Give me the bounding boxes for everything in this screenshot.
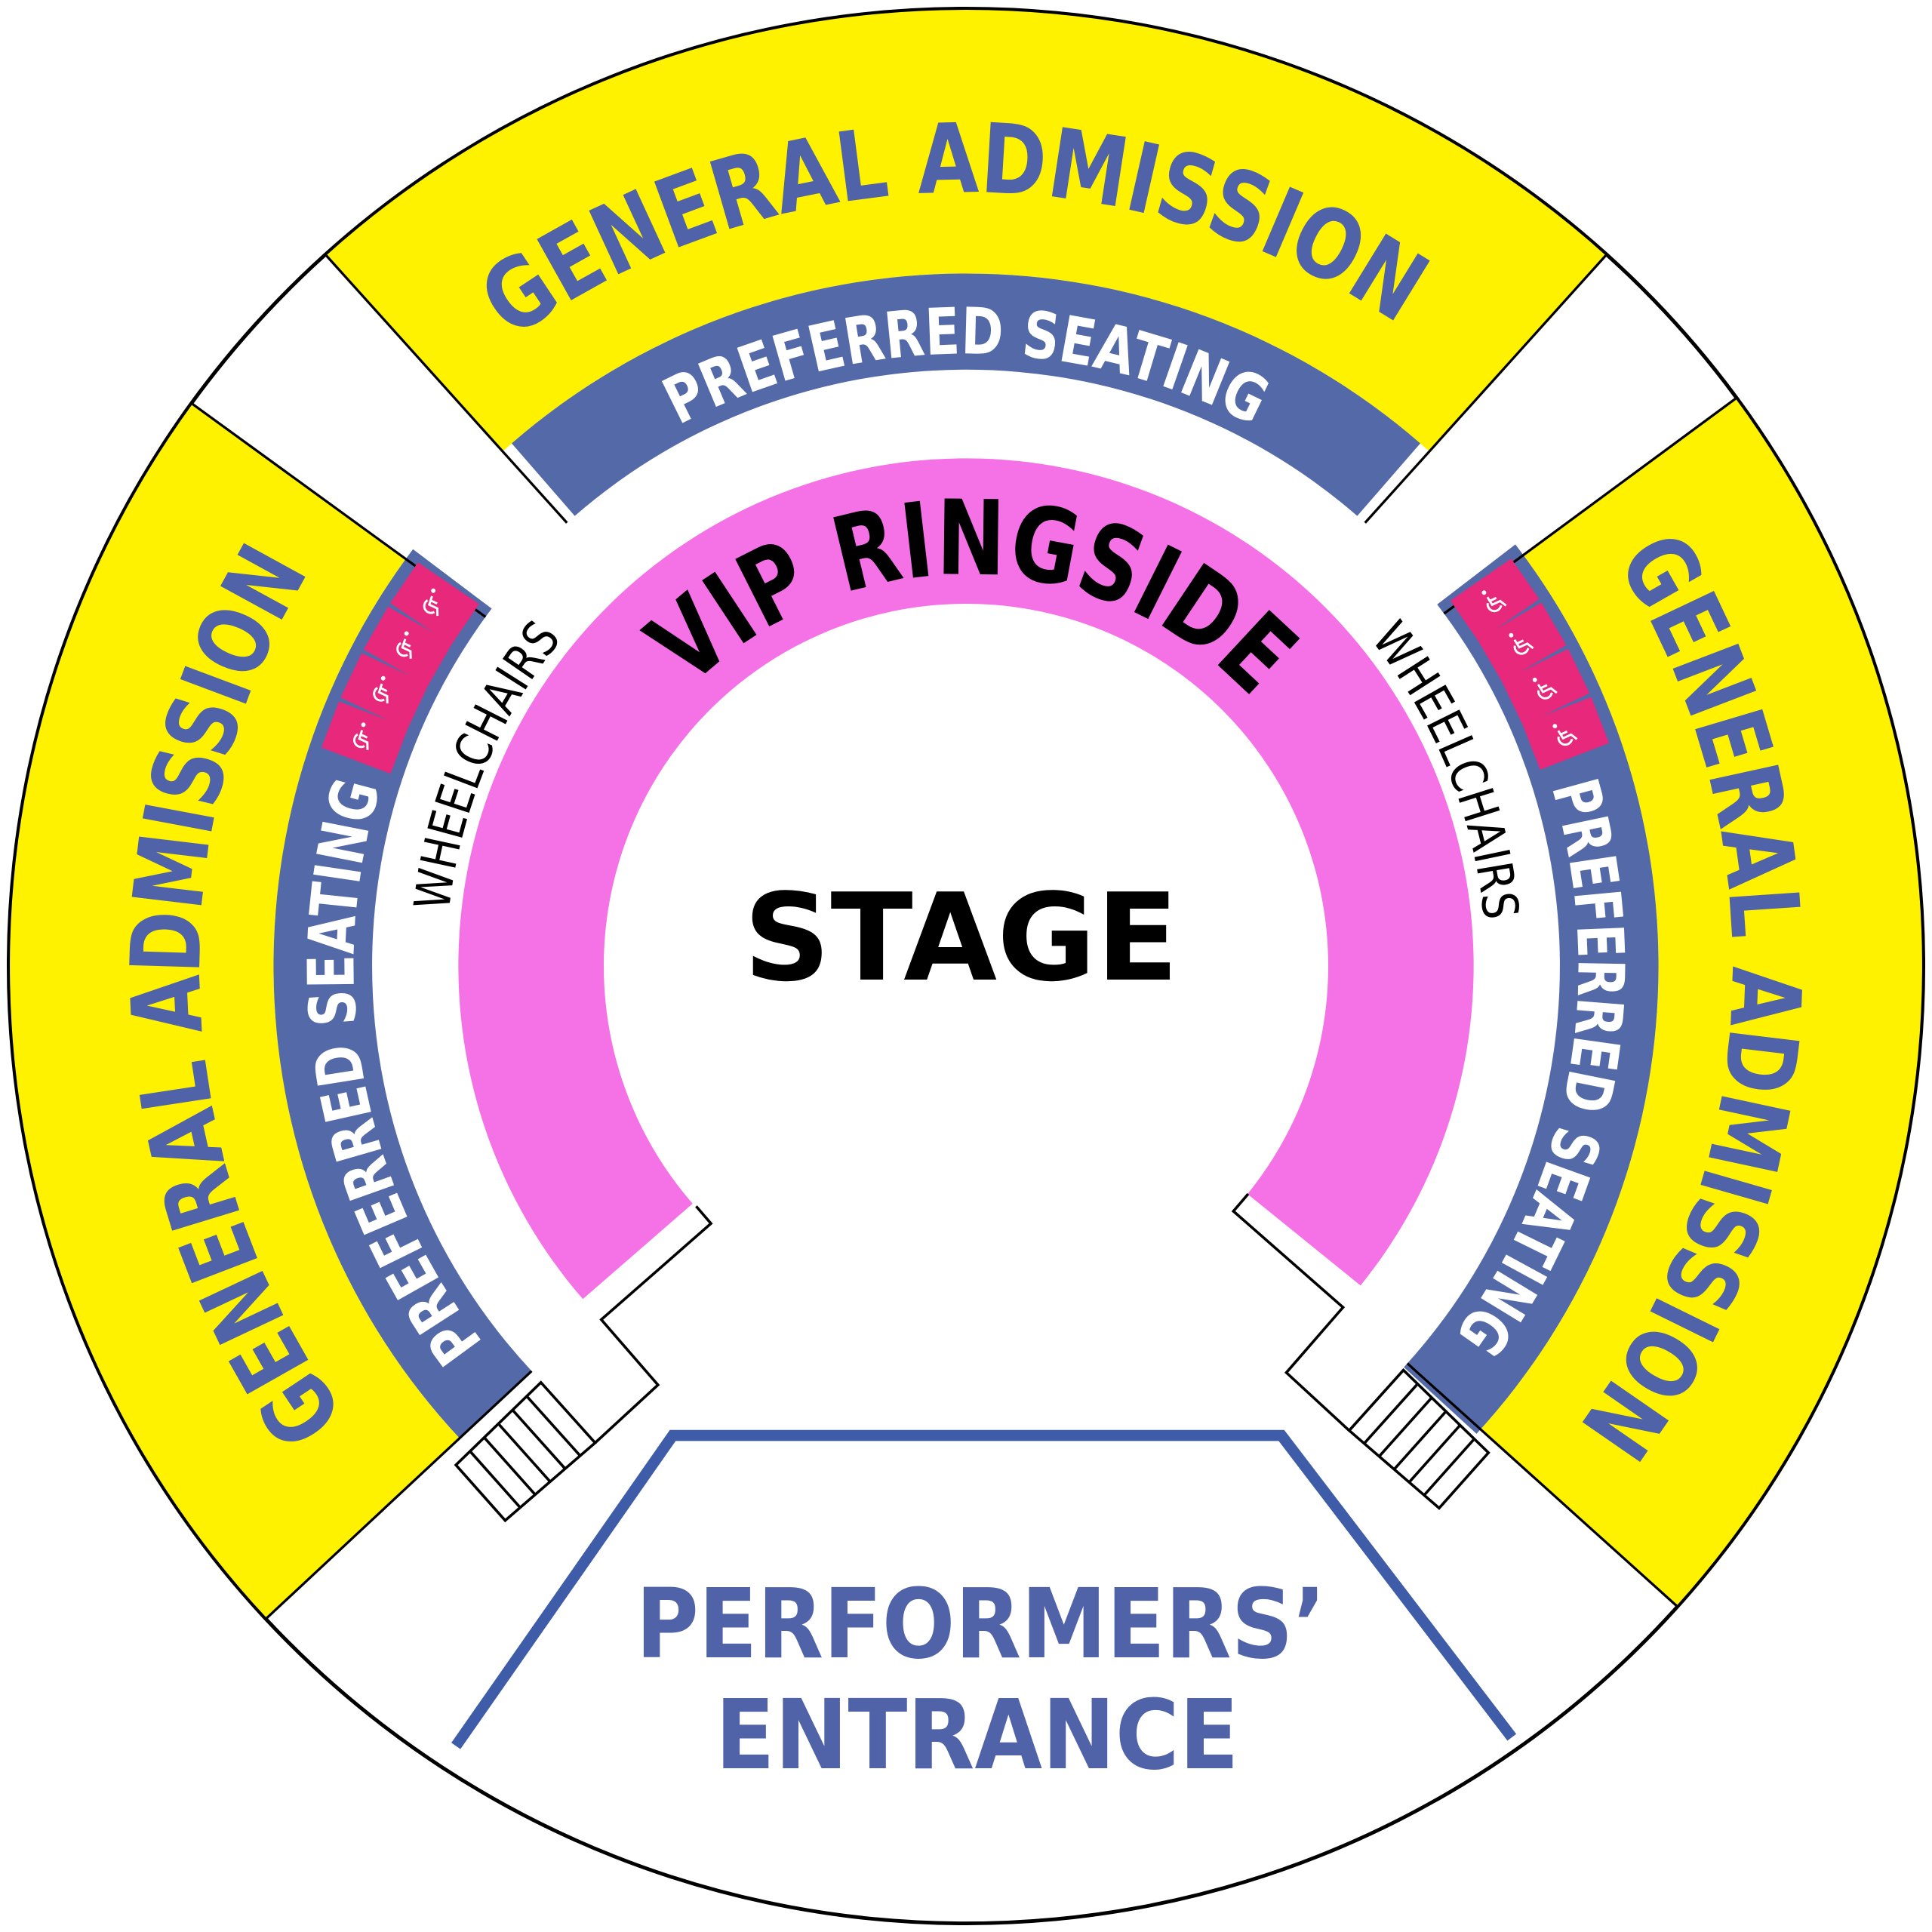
section-divider bbox=[1406, 1362, 1678, 1607]
preferred-seating-top[interactable] bbox=[512, 273, 1420, 516]
wheelchair-icon bbox=[353, 722, 369, 750]
general-admission-right[interactable] bbox=[1480, 398, 1922, 1606]
wheelchair-spot[interactable] bbox=[1522, 697, 1610, 770]
wheelchair-icon bbox=[373, 675, 389, 704]
section-divider bbox=[1364, 254, 1607, 524]
section-divider bbox=[266, 1370, 533, 1620]
wheelchair-icon bbox=[1481, 590, 1507, 613]
section-divider bbox=[325, 254, 568, 524]
wheelchair-spot[interactable] bbox=[1450, 558, 1540, 641]
wheelchair-icon bbox=[423, 588, 439, 617]
walkway-left bbox=[454, 1205, 713, 1523]
performers-entrance-path bbox=[451, 1429, 1517, 1749]
wheelchair-spot[interactable] bbox=[1501, 648, 1590, 726]
preferred-seating-right[interactable] bbox=[1404, 544, 1659, 1434]
general-admission-left[interactable] bbox=[10, 404, 460, 1619]
wheelchair-spot[interactable] bbox=[390, 562, 479, 645]
stairs-icon bbox=[454, 1380, 598, 1523]
vip-ringside-section[interactable] bbox=[458, 458, 1474, 1300]
wheelchair-spot[interactable] bbox=[363, 606, 453, 687]
wheelchair-icon bbox=[396, 631, 412, 659]
wheelchair-spot[interactable] bbox=[340, 653, 429, 730]
stage-label: STAGE bbox=[743, 867, 1178, 1008]
general-admission-top[interactable] bbox=[326, 10, 1606, 452]
wheelchair-icon bbox=[1509, 632, 1534, 655]
venue-outline bbox=[6, 6, 1926, 1926]
wheelchair-icon bbox=[1552, 724, 1578, 746]
performers-entrance-line2: ENTRANCE bbox=[715, 1680, 1239, 1792]
walkway-right bbox=[1231, 1192, 1491, 1510]
stairs-icon bbox=[1347, 1367, 1491, 1510]
wheelchair-icon bbox=[1532, 677, 1558, 700]
performers-entrance-line1: PERFORMERS’ bbox=[635, 1569, 1325, 1681]
wheelchair-spot[interactable] bbox=[321, 701, 408, 774]
wheelchair-spot[interactable] bbox=[1477, 602, 1567, 683]
preferred-seating-left[interactable] bbox=[273, 549, 532, 1438]
